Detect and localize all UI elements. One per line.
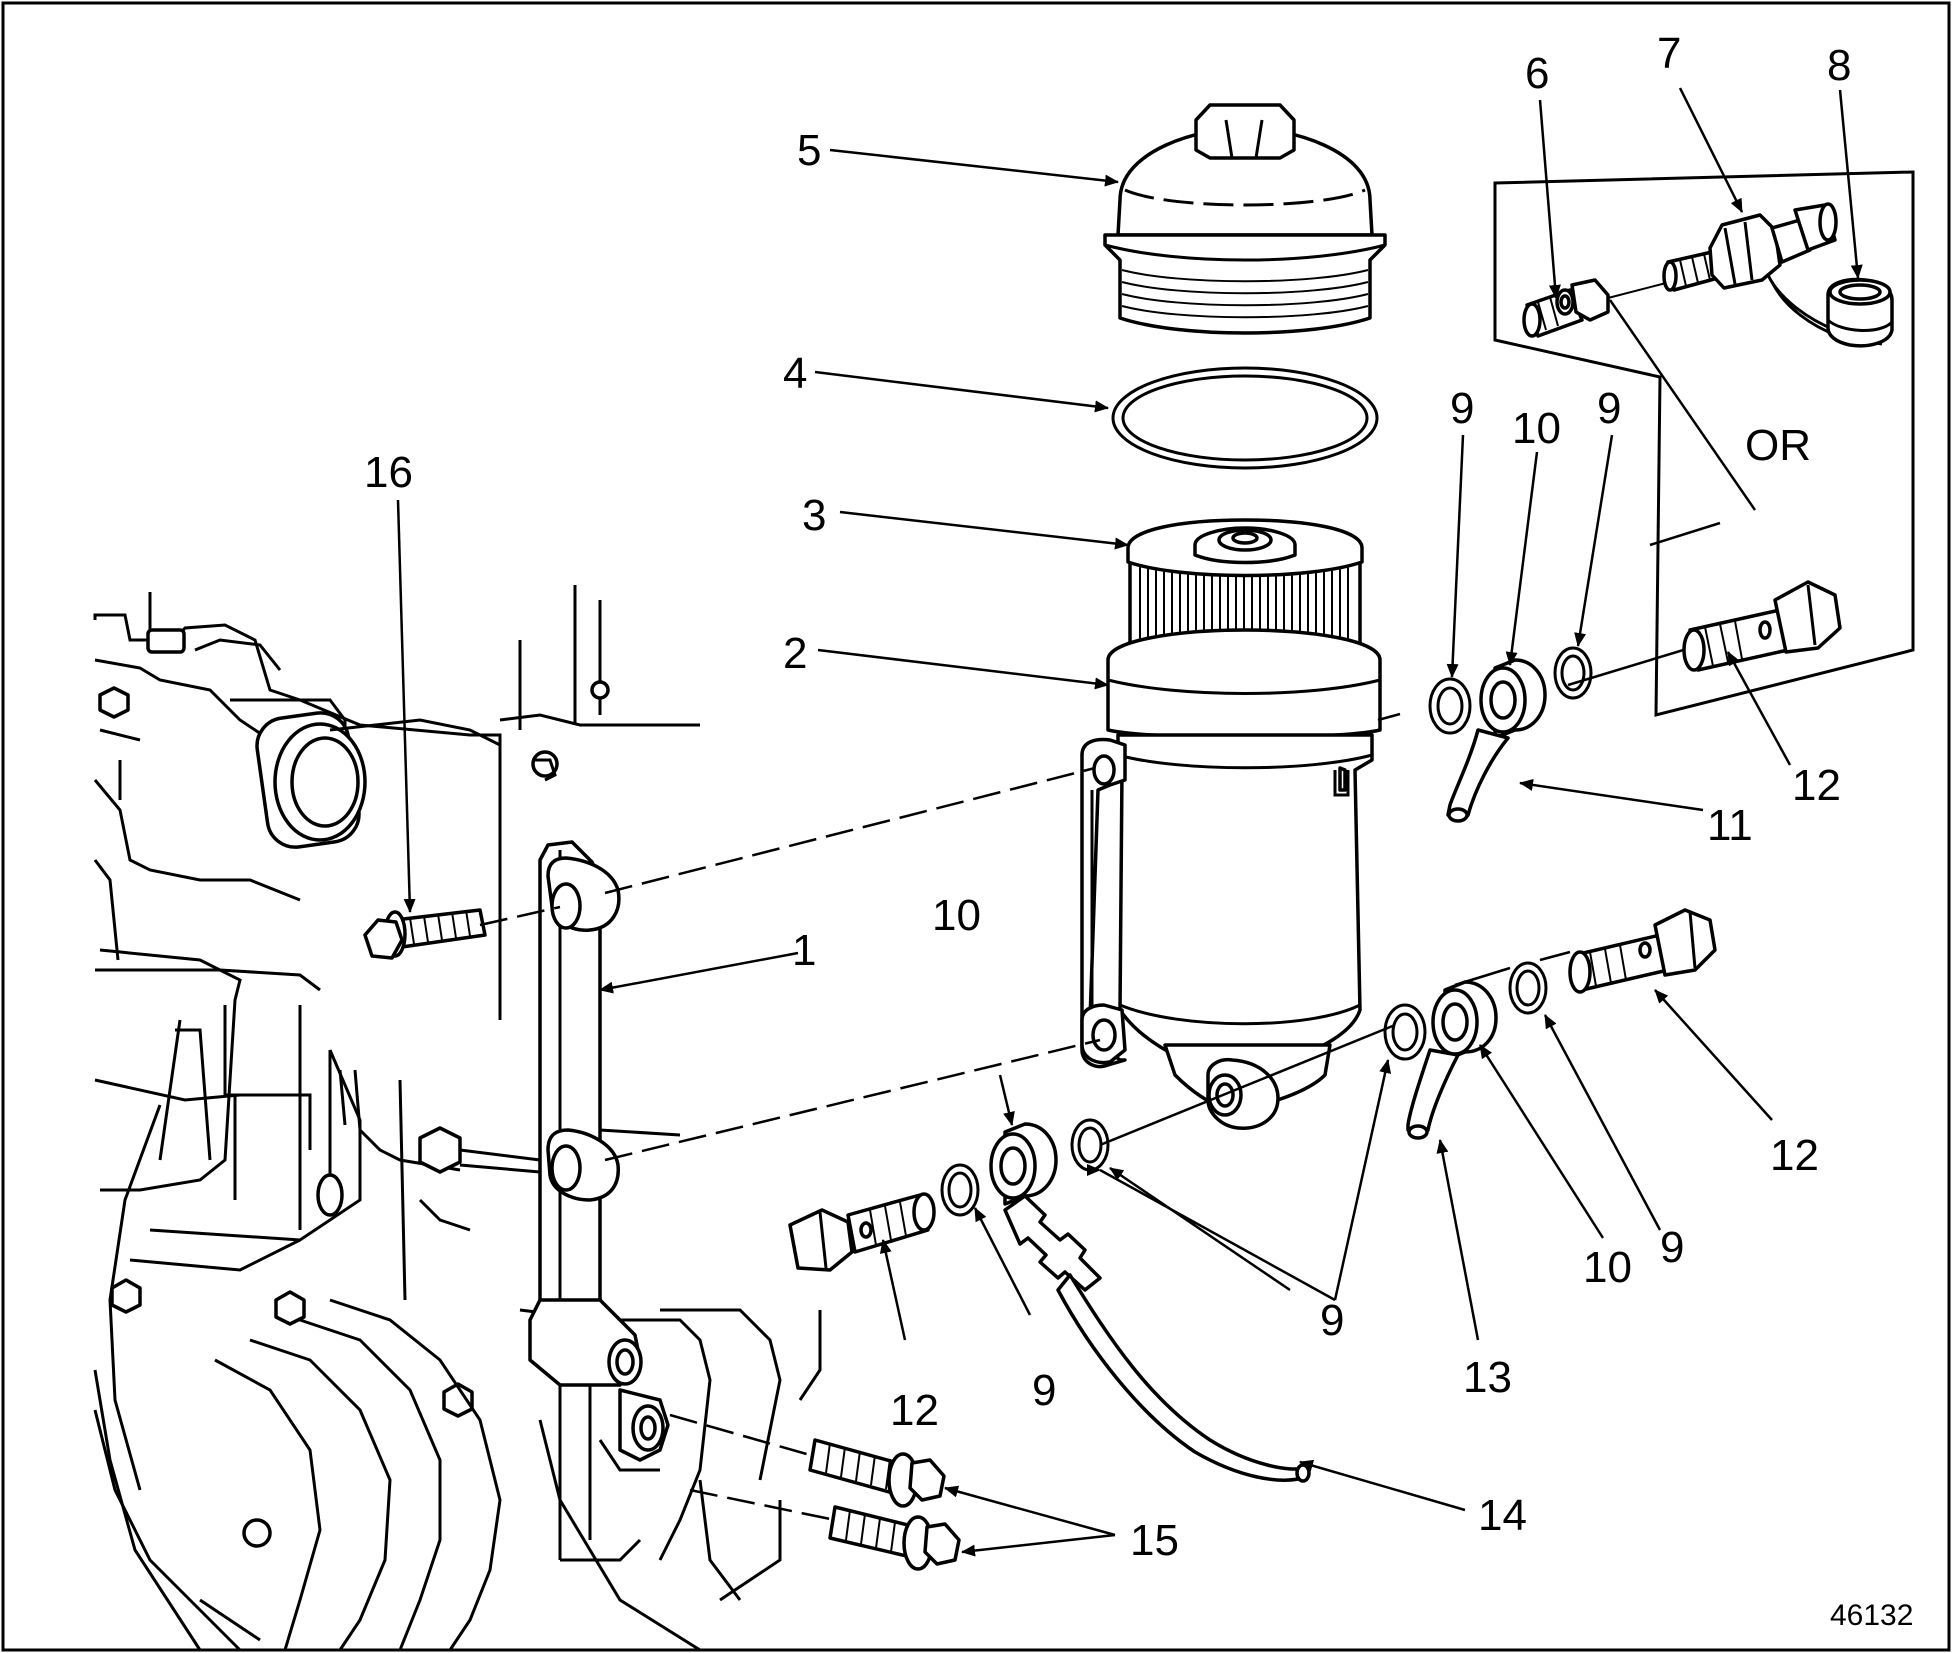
callout-7: 7 <box>1657 29 1681 78</box>
bolts-15 <box>808 1438 961 1571</box>
o-ring <box>1111 366 1379 470</box>
callout-12-upper: 12 <box>1792 761 1841 810</box>
filter-cap <box>1103 103 1387 335</box>
callout-12-right: 12 <box>1770 1131 1819 1180</box>
callout-8: 8 <box>1827 41 1851 90</box>
callout-12-left: 12 <box>890 1386 939 1435</box>
alternative-parts-box <box>1493 170 1915 717</box>
callout-labels: 5 4 3 2 1 16 6 7 8 9 10 9 OR 12 11 10 12… <box>364 29 1913 1632</box>
callout-6: 6 <box>1525 49 1549 98</box>
hex-nut-icon <box>418 1126 462 1174</box>
callout-9-center: 9 <box>1320 1296 1344 1345</box>
callout-14: 14 <box>1478 1491 1527 1540</box>
callout-5: 5 <box>797 126 821 175</box>
callout-10-left: 10 <box>932 891 981 940</box>
bolt-16 <box>363 908 487 960</box>
hex-nut-icon <box>98 686 130 719</box>
callout-9-left: 9 <box>1032 1366 1056 1415</box>
callout-1: 1 <box>792 926 816 975</box>
hex-nut-icon <box>110 1278 142 1314</box>
callout-10-upper: 10 <box>1512 404 1561 453</box>
hex-nut-icon <box>274 1290 306 1326</box>
engine-block <box>93 585 822 1652</box>
callout-9-upper-left: 9 <box>1450 384 1474 433</box>
lower-banjo-fitting <box>1383 908 1717 1140</box>
callout-13: 13 <box>1463 1353 1512 1402</box>
callout-9-right: 9 <box>1660 1223 1684 1272</box>
upper-banjo-fitting <box>1428 646 1593 823</box>
callout-2: 2 <box>783 629 807 678</box>
callout-10-right: 10 <box>1583 1243 1632 1292</box>
or-label: OR <box>1745 421 1811 470</box>
callout-3: 3 <box>802 491 826 540</box>
filter-housing <box>1080 628 1382 1130</box>
leader-arrows <box>396 87 1863 1557</box>
callout-16: 16 <box>364 448 413 497</box>
callout-4: 4 <box>783 349 807 398</box>
callout-15: 15 <box>1130 1516 1179 1565</box>
assembly-lines <box>479 299 1757 1522</box>
callout-9-upper-right: 9 <box>1597 384 1621 433</box>
figure-number: 46132 <box>1830 1599 1913 1632</box>
callout-11: 11 <box>1707 801 1753 850</box>
mounting-bracket <box>528 840 670 1462</box>
lower-left-banjo-fitting <box>788 1118 1311 1483</box>
